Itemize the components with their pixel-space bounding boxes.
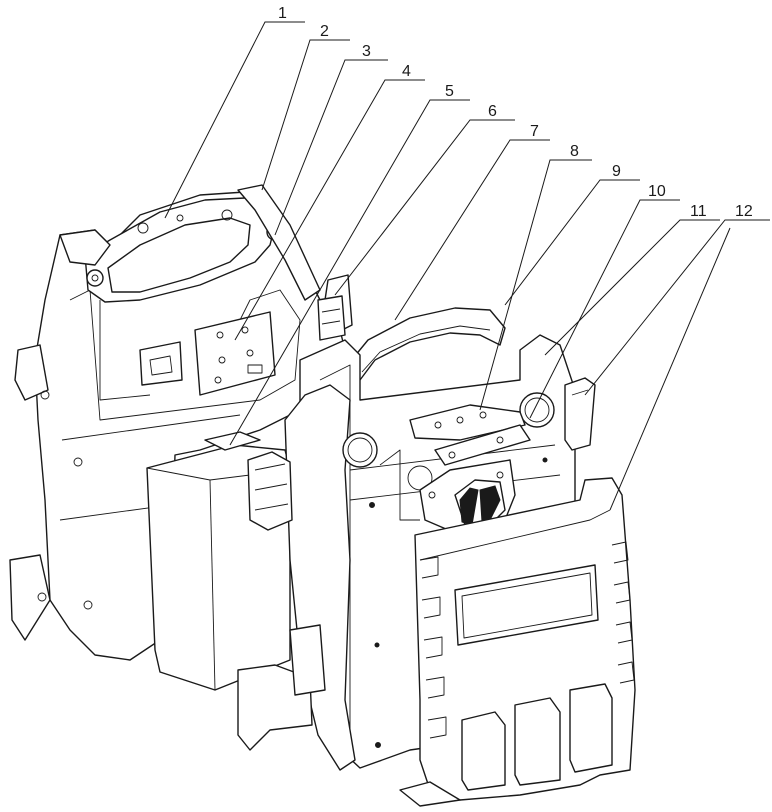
part-labels: 1 2 3 4 5 6 7 8 9 10 11 12: [278, 5, 753, 220]
part-label-2: 2: [320, 23, 329, 40]
carry-handle: [345, 308, 505, 380]
part-label-12: 12: [735, 203, 753, 220]
part-label-9: 9: [612, 163, 621, 180]
switch-module: [140, 342, 182, 385]
part-label-3: 3: [362, 43, 371, 60]
part-label-5: 5: [445, 83, 454, 100]
part-label-4: 4: [402, 63, 411, 80]
connector-block: [318, 296, 345, 340]
screw-icon: [87, 270, 103, 286]
part-label-10: 10: [648, 183, 666, 200]
part-label-1: 1: [278, 5, 287, 22]
part-label-7: 7: [530, 123, 539, 140]
side-grip: [248, 452, 292, 530]
part-label-8: 8: [570, 143, 579, 160]
part-label-6: 6: [488, 103, 497, 120]
part-label-11: 11: [690, 203, 707, 220]
